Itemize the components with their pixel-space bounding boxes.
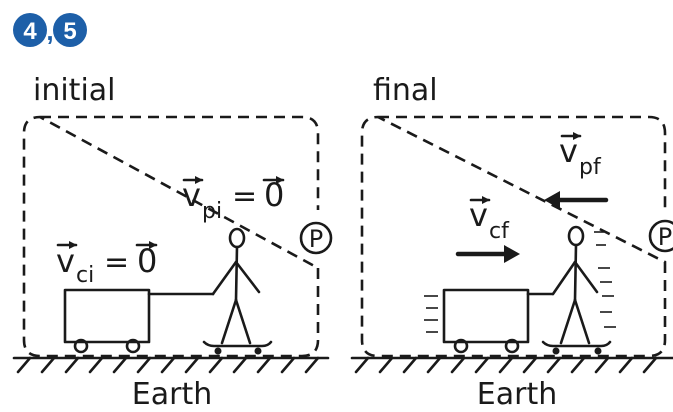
initial-cart-velocity-subscript: ci [76, 263, 94, 288]
initial-person-velocity-equals: = [232, 179, 257, 214]
initial-cart-velocity-symbol: v [56, 242, 75, 280]
initial-person-velocity-value: 0 [264, 176, 284, 214]
final-cart [444, 290, 528, 352]
initial-ground [14, 358, 328, 372]
initial-cart-velocity-equals: = [104, 245, 129, 280]
final-label: final [373, 73, 438, 108]
initial-system-marker: P [309, 225, 323, 253]
final-cart-velocity-arrowhead [504, 245, 520, 263]
final-skateboard [543, 342, 610, 355]
final-ground [352, 358, 673, 372]
final-person [553, 227, 597, 343]
final-ground-label: Earth [477, 377, 557, 412]
final-person-motion-lines [594, 232, 616, 327]
initial-ground-label: Earth [132, 377, 212, 412]
final-cart-velocity-subscript: cf [489, 219, 510, 244]
initial-cart-velocity-value: 0 [137, 242, 157, 280]
final-cart-velocity-symbol: v [469, 196, 488, 234]
initial-label: initial [33, 73, 116, 108]
badge-separator: , [46, 16, 53, 46]
badge-5-label: 5 [63, 18, 76, 45]
final-panel: final P v pf v cf [352, 73, 673, 412]
final-system-boundary [362, 117, 665, 356]
final-cart-motion-lines [424, 296, 438, 332]
final-system-marker: P [658, 223, 672, 251]
badge-4-label: 4 [23, 18, 37, 45]
final-person-velocity-subscript: pf [579, 155, 602, 180]
initial-person-velocity-symbol: v [182, 176, 201, 214]
initial-skateboard [204, 342, 271, 355]
problem-number-badges: 4 , 5 [13, 13, 87, 47]
initial-person-velocity-subscript: pi [202, 199, 222, 224]
initial-person [213, 229, 259, 343]
initial-panel: initial P v ci = 0 v pi = 0 [14, 73, 331, 412]
final-person-velocity-symbol: v [559, 132, 578, 170]
initial-system-boundary [24, 117, 318, 356]
initial-cart [65, 290, 149, 352]
